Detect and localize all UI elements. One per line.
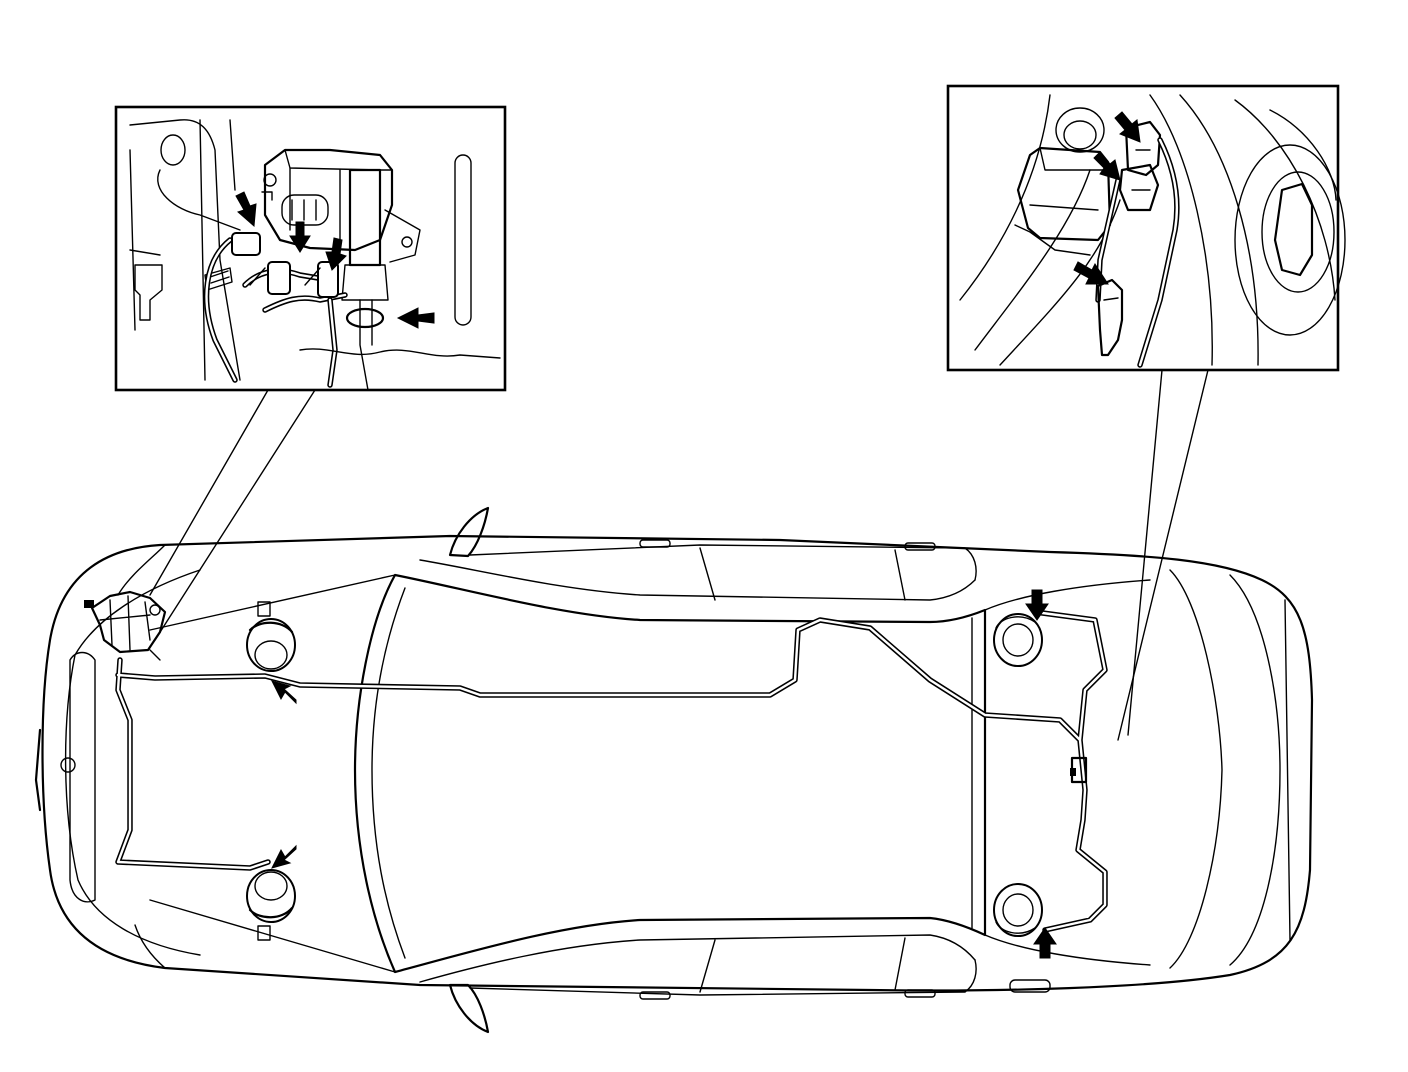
car-body [34,506,1314,1034]
arrow-icon [325,237,347,271]
arrow-icon [1073,261,1109,285]
arrow-icon [271,844,297,869]
rear-right-wheel-brake [993,883,1043,937]
arrow-icon [1033,927,1057,959]
arrow-icon [1025,589,1049,621]
arrow-icon [396,307,435,329]
arrow-icon [271,680,297,705]
callout-leaders [149,369,1209,741]
brake-lines [115,609,1108,933]
front-actuator-unit [84,590,167,661]
car-arrows [271,589,1057,959]
rear-valve-detail [946,84,1346,372]
arrow-icon [1093,151,1121,181]
front-right-wheel-brake [246,869,296,941]
arrow-icon [1114,111,1141,143]
rear-valve-unit [1070,756,1088,784]
front-left-wheel-brake [246,601,296,672]
arrow-icon [235,191,257,228]
arrow-icon [289,221,311,253]
rear-left-wheel-brake [993,613,1043,667]
front-actuator-detail [114,105,507,392]
